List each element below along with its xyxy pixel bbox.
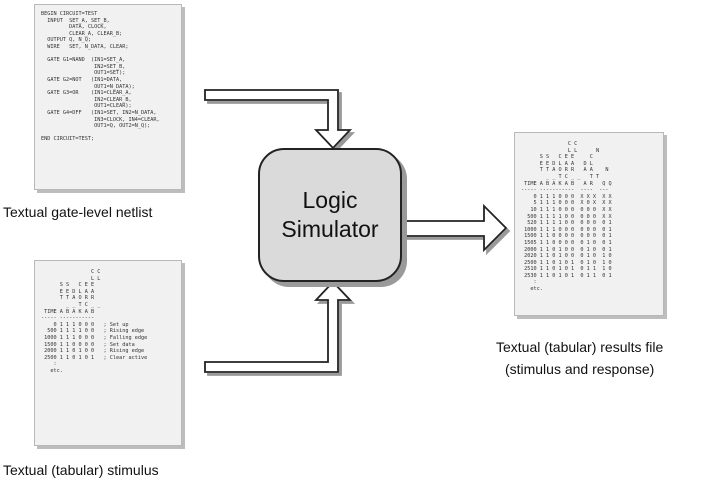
logic-simulator-box: Logic Simulator <box>258 148 402 282</box>
netlist-text: BEGIN CIRCUIT=TEST INPUT SET_A, SET_B, D… <box>41 11 160 143</box>
netlist-caption: Textual gate-level netlist <box>3 204 153 220</box>
results-text: C C L L N S S C E E C E E D L A A D L T … <box>521 141 612 293</box>
results-caption-line1: Textual (tabular) results file <box>496 339 664 355</box>
results-document: C C L L N S S C E E C E E D L A A D L T … <box>514 132 664 316</box>
netlist-document: BEGIN CIRCUIT=TEST INPUT SET_A, SET_B, D… <box>34 4 182 190</box>
simulator-to-results-arrow <box>401 203 508 253</box>
stimulus-text: C C L L S S C E E E E D L A A T T A O R … <box>41 269 148 374</box>
results-caption: Textual (tabular) results file (stimulus… <box>496 336 663 380</box>
results-caption-line2: (stimulus and response) <box>504 361 655 377</box>
stimulus-caption: Textual (tabular) stimulus <box>3 462 159 478</box>
stimulus-document: C C L L S S C E E E E D L A A T T A O R … <box>34 260 182 446</box>
stimulus-to-simulator-arrow <box>204 280 353 373</box>
logic-simulator-label: Logic Simulator <box>281 187 379 242</box>
netlist-to-simulator-arrow <box>204 89 353 150</box>
